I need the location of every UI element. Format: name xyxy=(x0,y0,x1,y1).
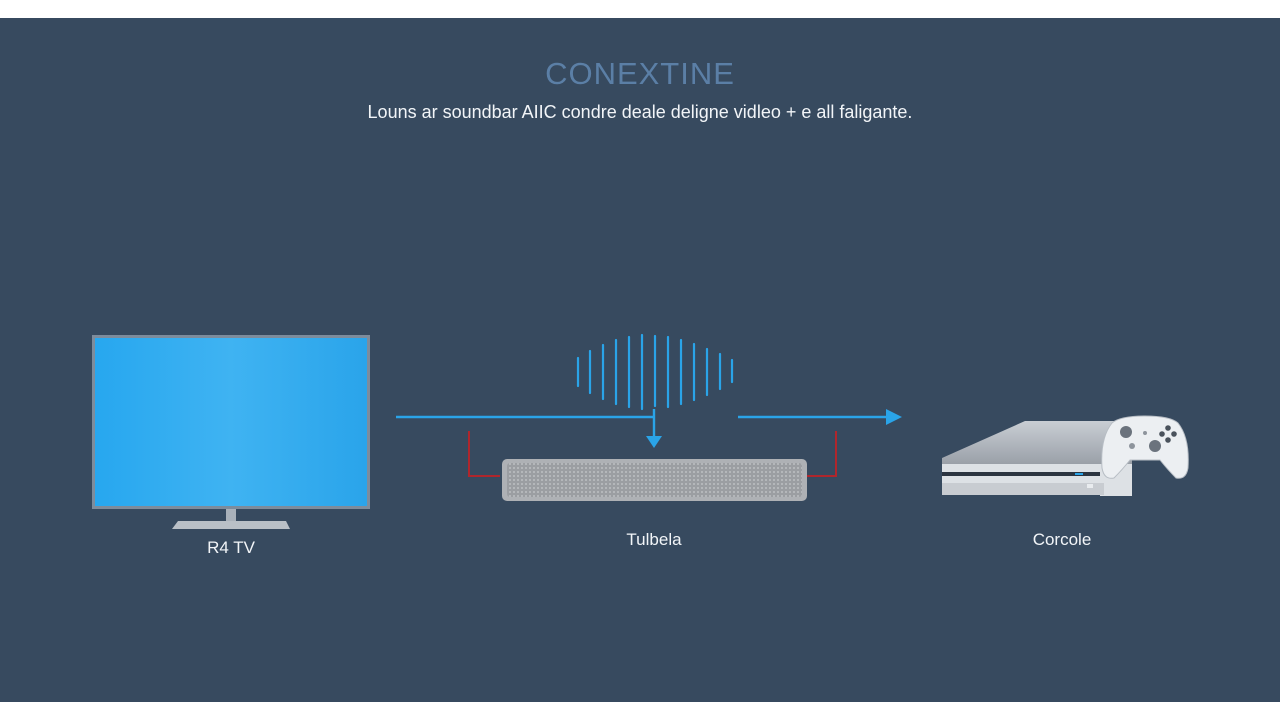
soundbar-icon xyxy=(502,459,807,501)
diagram-title: CONEXTINE xyxy=(545,56,735,91)
console-label: Corcole xyxy=(1032,530,1092,549)
diagram-canvas: CONEXTINE Louns ar soundbar AIIC condre … xyxy=(0,18,1280,702)
tv-icon xyxy=(92,335,370,529)
diagram-subtitle: Louns ar soundbar AIIC condre deale deli… xyxy=(367,102,913,122)
connection-diagram xyxy=(92,333,1189,529)
arrow-right-icon xyxy=(886,409,902,425)
hdmi-connection-lines xyxy=(396,409,888,438)
signal-wave-icon xyxy=(576,333,734,411)
game-console-icon xyxy=(942,421,1132,496)
soundbar-label: Tulbela xyxy=(626,530,682,549)
audio-wire-lines xyxy=(468,431,837,477)
controller-icon xyxy=(1101,415,1189,479)
arrow-down-icon xyxy=(646,436,662,448)
tv-label: R4 TV xyxy=(207,538,255,557)
